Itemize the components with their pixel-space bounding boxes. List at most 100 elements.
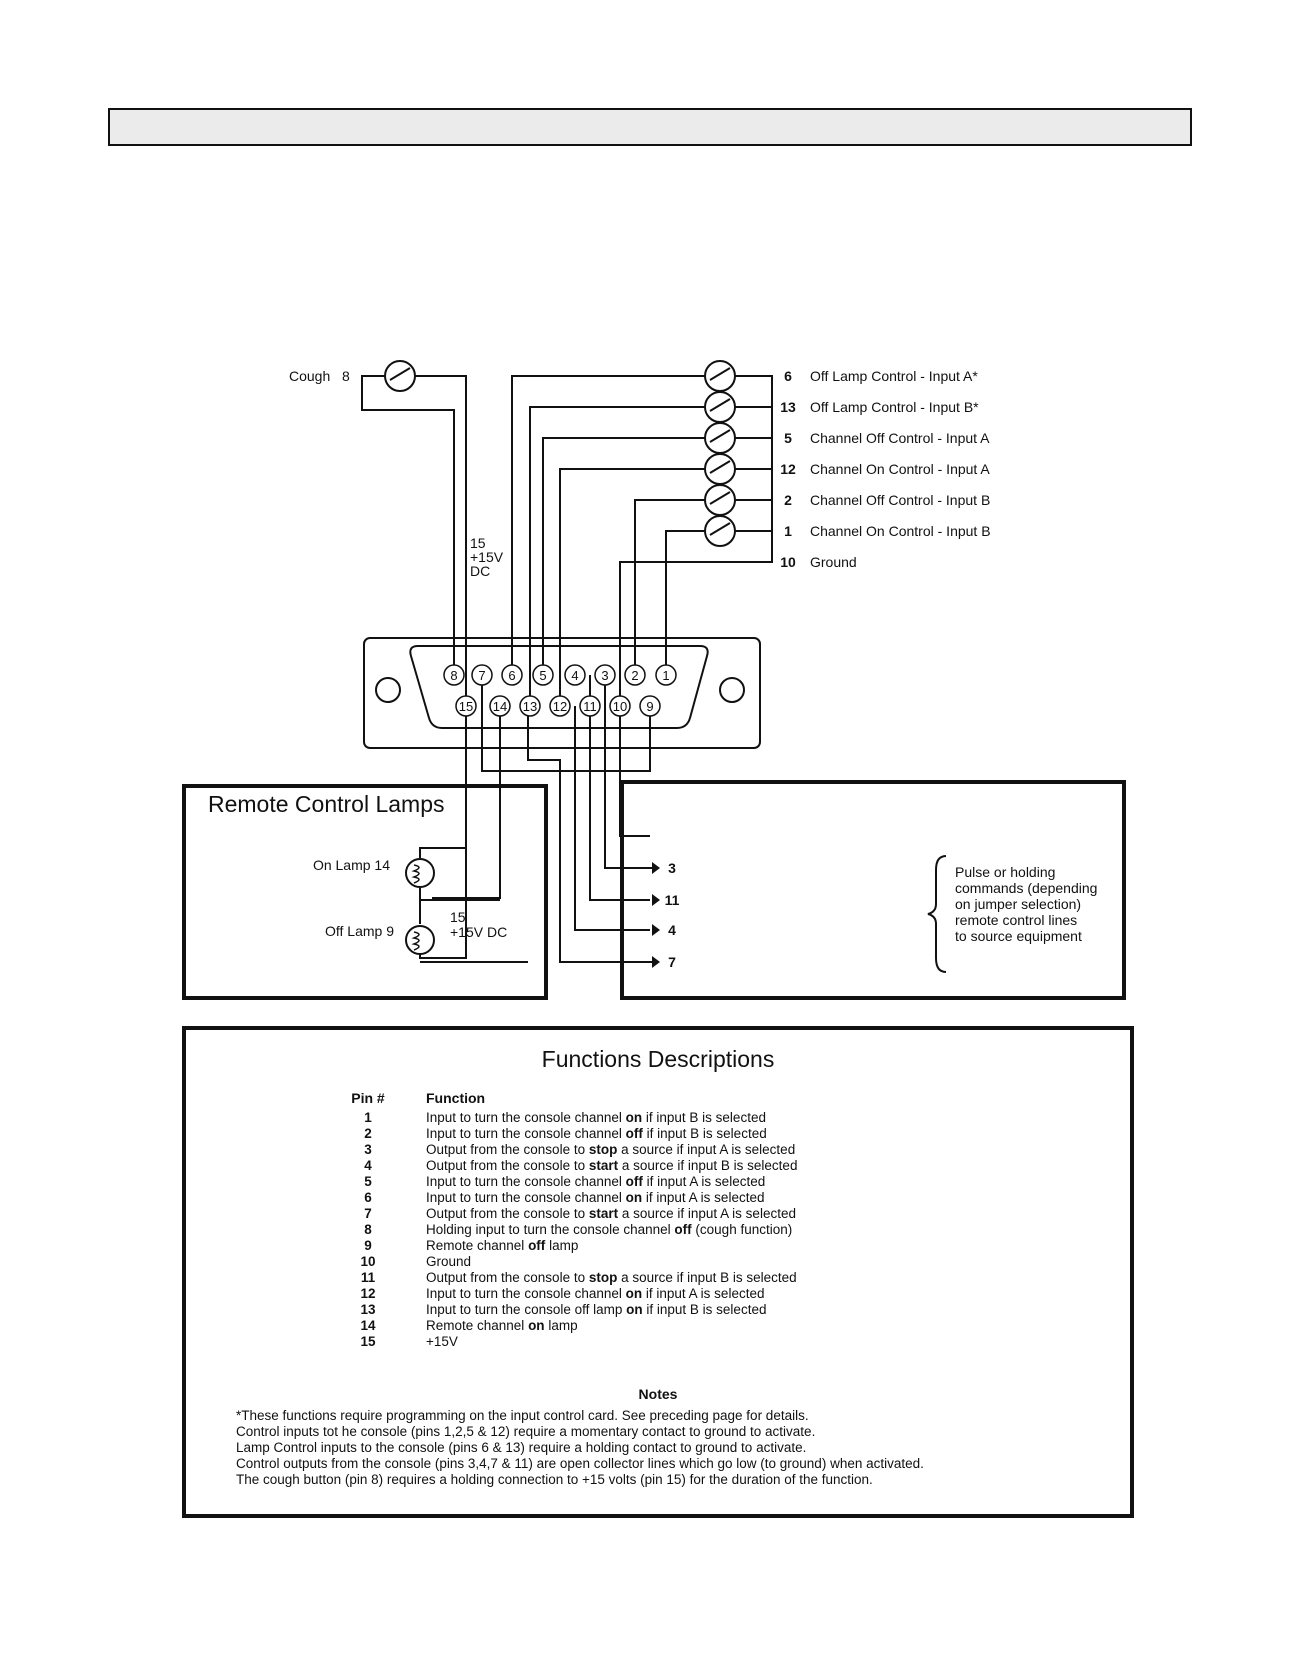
right-pin-label: Channel Off Control - Input A: [810, 430, 990, 446]
connector-pins-bottom: [455, 695, 661, 717]
lamps-box: [182, 784, 548, 1000]
function-row: 12 Input to turn the console channel on i…: [338, 1286, 764, 1302]
lamp-power-2: +15V DC: [450, 924, 507, 940]
function-row: 11 Output from the console to stop a sour…: [338, 1270, 797, 1286]
function-description: Remote channel off lamp: [426, 1238, 579, 1253]
function-description: Output from the console to stop a source…: [426, 1270, 797, 1285]
function-row: 15 +15V: [338, 1334, 457, 1350]
svg-text:on jumper selection): on jumper selection): [955, 896, 1081, 912]
pin-column-header: Pin #: [351, 1090, 385, 1106]
mount-hole-right: [719, 677, 745, 703]
right-pin-num: 13: [780, 399, 796, 415]
pin-number: 15: [459, 699, 473, 714]
output-pin: 11: [665, 892, 680, 908]
pin-number: 1: [662, 668, 669, 683]
note-line: Control outputs from the console (pins 3…: [236, 1456, 924, 1471]
right-pin-label: Off Lamp Control - Input B*: [810, 399, 979, 415]
pin-number: 13: [523, 699, 537, 714]
right-pin-label: Channel Off Control - Input B: [810, 492, 990, 508]
notes-title: Notes: [638, 1386, 678, 1402]
right-switches: [704, 360, 736, 547]
function-description: Input to turn the console channel off if…: [426, 1126, 767, 1141]
function-pin: 12: [360, 1286, 376, 1301]
note-line: Lamp Control inputs to the console (pins…: [236, 1440, 807, 1455]
function-description: Input to turn the console channel on if …: [426, 1110, 766, 1125]
right-pin-num: 5: [784, 430, 792, 446]
function-pin: 1: [364, 1110, 372, 1125]
pin-number: 5: [539, 668, 546, 683]
function-pin: 9: [364, 1238, 372, 1253]
pin-number: 9: [646, 699, 653, 714]
power-label-1: 15: [470, 535, 486, 551]
function-row: 1 Input to turn the console channel on if…: [338, 1110, 766, 1126]
power-label-3: DC: [470, 563, 490, 579]
function-description: Input to turn the console channel off if…: [426, 1174, 766, 1189]
lamp-power-1: 15: [450, 909, 466, 925]
svg-text:Pulse or holding: Pulse or holding: [955, 864, 1055, 880]
function-row: 7 Output from the console to start a sour…: [338, 1206, 796, 1222]
cough-label: Cough: [289, 368, 330, 384]
function-description: Output from the console to stop a source…: [426, 1142, 796, 1157]
function-description: Remote channel on lamp: [426, 1318, 578, 1333]
function-pin: 7: [364, 1206, 372, 1221]
connector-shell: [409, 645, 709, 729]
function-pin: 8: [364, 1222, 372, 1237]
outputs-box: [620, 780, 1126, 1000]
on-lamp-label: On Lamp 14: [313, 857, 390, 873]
function-description: Input to turn the console channel on if …: [426, 1286, 765, 1301]
right-pin-num: 2: [784, 492, 792, 508]
right-pin-labels: 6 Off Lamp Control - Input A* 13 Off Lam…: [780, 368, 990, 570]
function-pin: 4: [364, 1158, 372, 1173]
pin-number: 12: [553, 699, 567, 714]
right-pin-label: Channel On Control - Input B: [810, 523, 991, 539]
cough-switch: [384, 360, 416, 392]
connector-bottom-numbers: 15 14 13 12 11 10 9: [459, 699, 654, 714]
right-pin-label: Channel On Control - Input A: [810, 461, 990, 477]
off-lamp-label: Off Lamp 9: [325, 923, 394, 939]
function-description: Input to turn the console off lamp on if…: [426, 1302, 767, 1317]
connector-pins-top: [443, 664, 677, 686]
note-line: The cough button (pin 8) requires a hold…: [236, 1472, 873, 1487]
pin-number: 6: [508, 668, 515, 683]
right-pin-num: 12: [780, 461, 796, 477]
pin-number: 10: [613, 699, 627, 714]
right-pin-num: 1: [784, 523, 792, 539]
header-bar: [108, 108, 1192, 146]
pin-number: 3: [601, 668, 608, 683]
right-pin-num: 6: [784, 368, 792, 384]
function-description: Input to turn the console channel on if …: [426, 1190, 765, 1205]
right-pin-num: 10: [780, 554, 796, 570]
function-row: 9 Remote channel off lamp: [338, 1238, 578, 1254]
function-description: Output from the console to start a sourc…: [426, 1206, 796, 1221]
note-line: Control inputs tot he console (pins 1,2,…: [236, 1424, 816, 1439]
function-pin: 5: [364, 1174, 372, 1189]
pin-number: 8: [450, 668, 457, 683]
mount-hole-left: [375, 677, 401, 703]
function-pin: 15: [360, 1334, 376, 1349]
function-pin: 11: [360, 1270, 376, 1285]
on-lamp-icon: [405, 858, 435, 888]
function-row: 14 Remote channel on lamp: [338, 1318, 577, 1334]
power-label-2: +15V: [470, 549, 504, 565]
output-pin-labels: 3 11 4 7: [665, 860, 680, 970]
function-pin: 13: [360, 1302, 376, 1317]
functions-title: Functions Descriptions: [541, 1046, 775, 1072]
function-row: 3 Output from the console to stop a sourc…: [338, 1142, 795, 1158]
connector-top-numbers: 8 7 6 5 4 3 2 1: [450, 668, 669, 683]
function-row: 5 Input to turn the console channel off i…: [338, 1174, 765, 1190]
connector-body: [363, 637, 761, 749]
output-arrowheads: [652, 862, 660, 968]
function-pin: 14: [360, 1318, 376, 1333]
svg-text:remote control lines: remote control lines: [955, 912, 1077, 928]
function-pin: 3: [364, 1142, 372, 1157]
pin-number: 4: [571, 668, 578, 683]
function-row: 13 Input to turn the console off lamp on …: [338, 1302, 766, 1318]
function-description: +15V: [426, 1334, 458, 1349]
right-pin-label: Ground: [810, 554, 857, 570]
